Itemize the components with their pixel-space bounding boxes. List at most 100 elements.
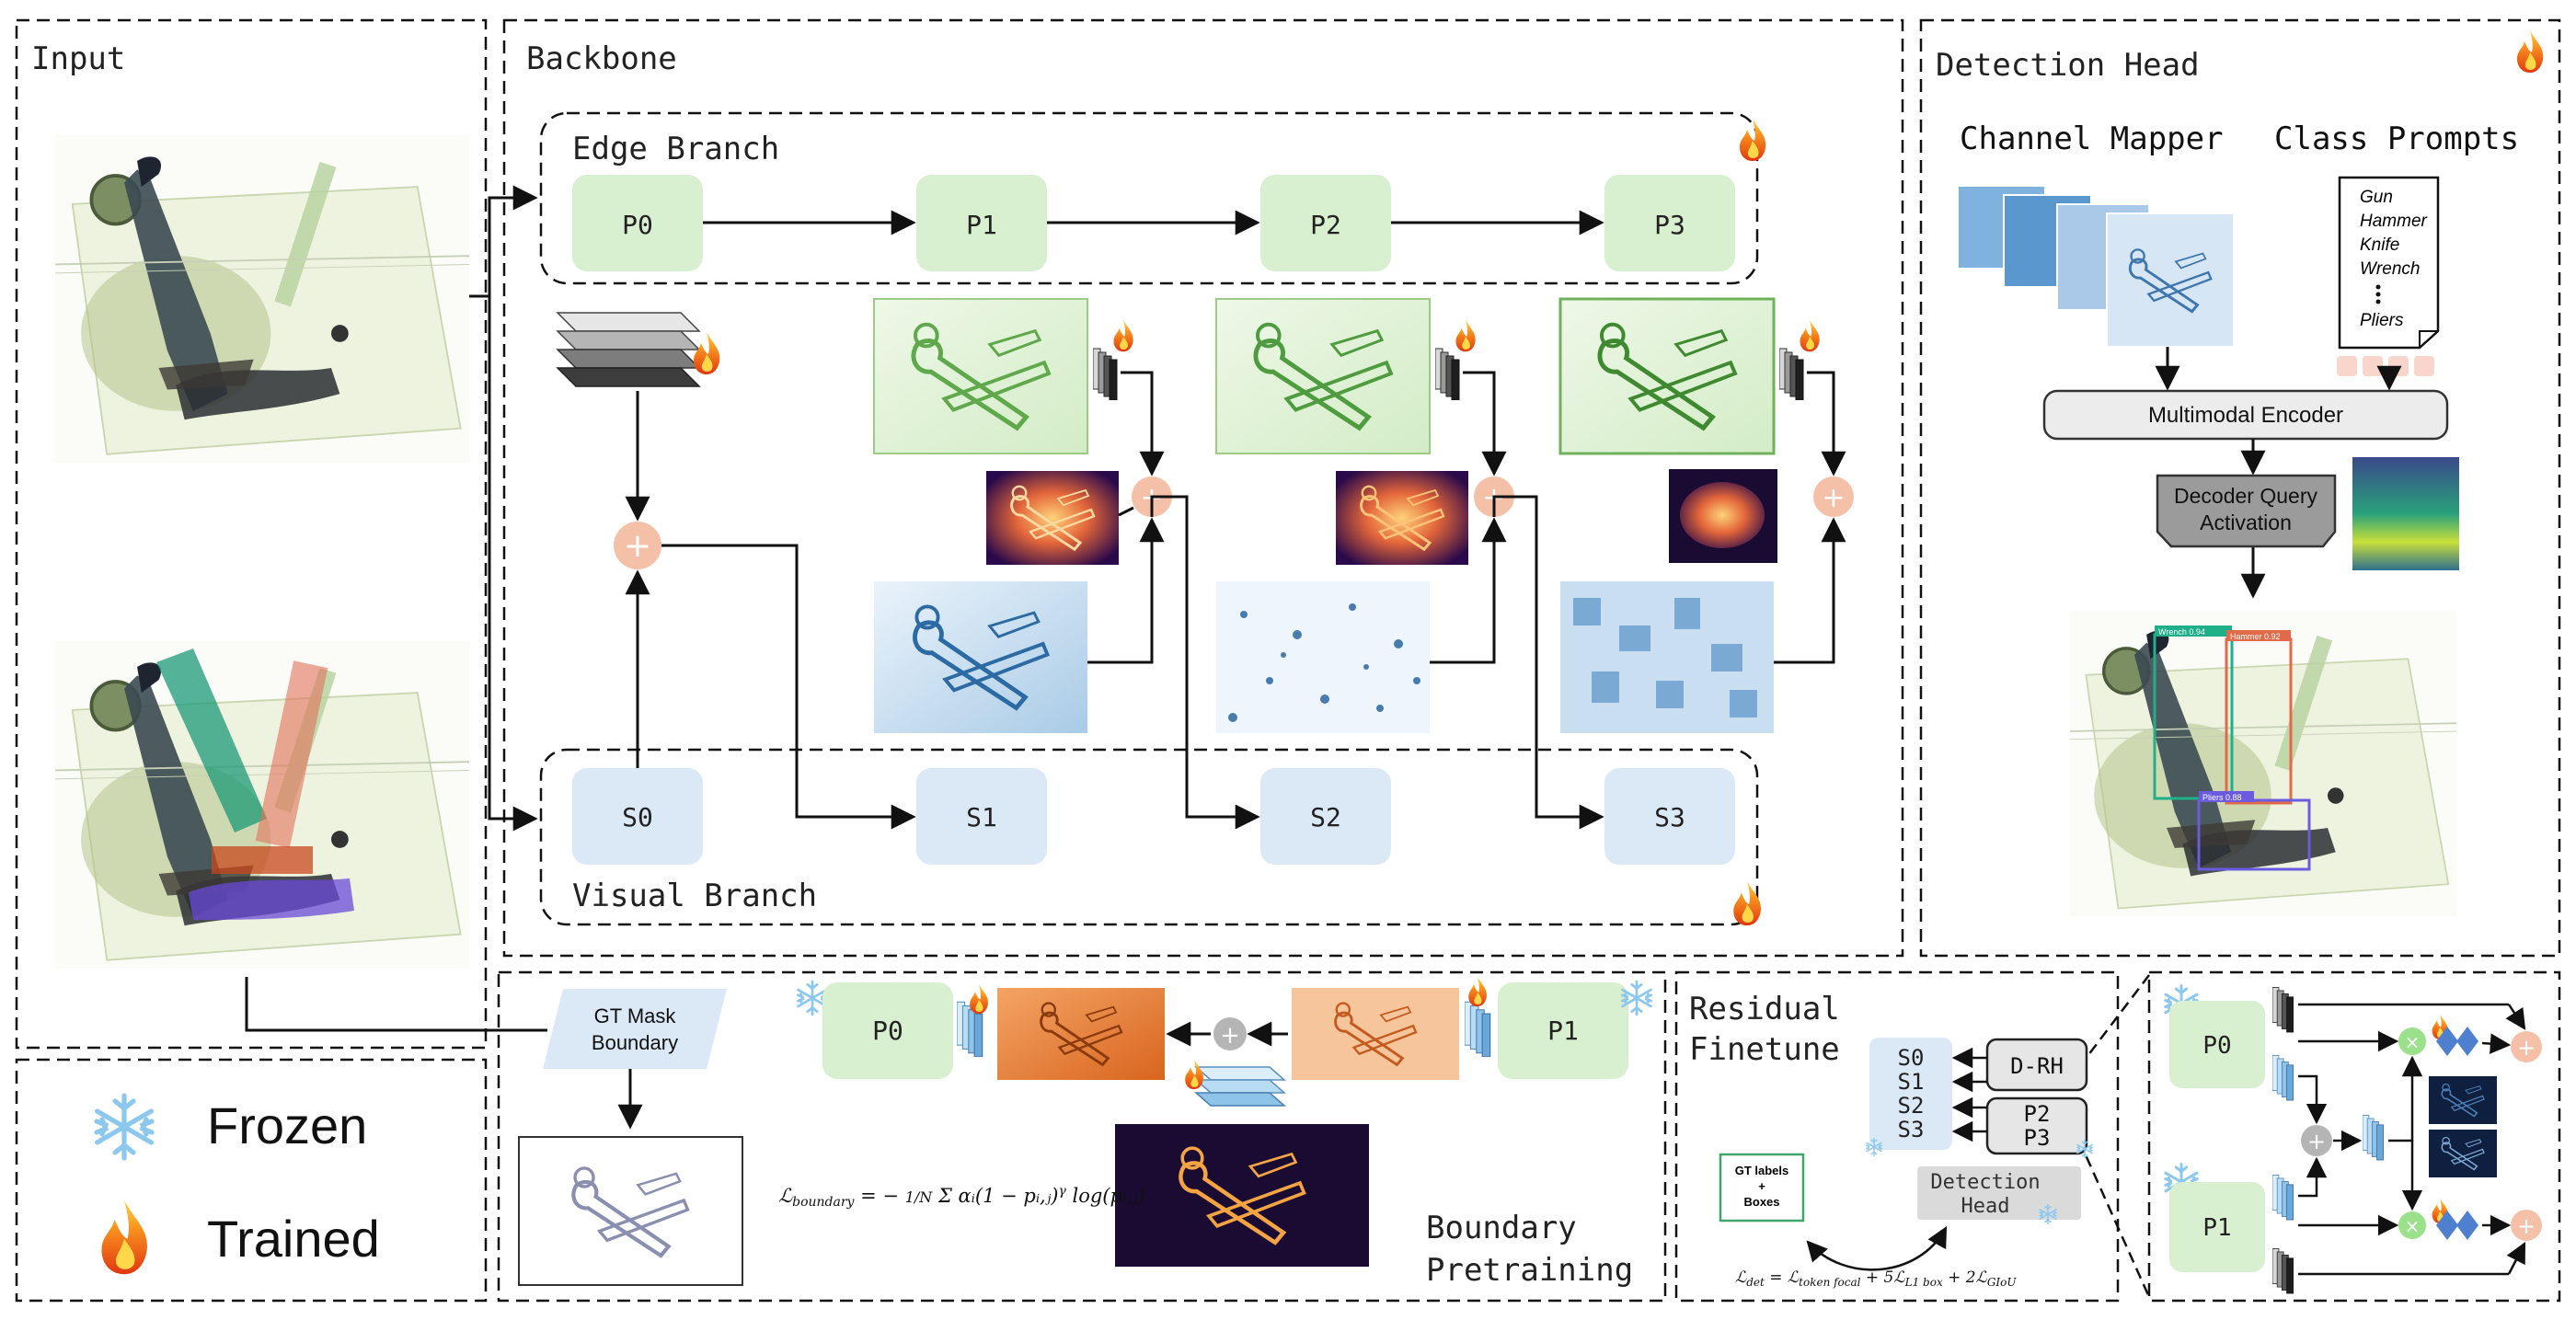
svg-text:Pliers 0.88: Pliers 0.88 (2202, 793, 2242, 802)
pretrain-p1-flame-icon (1468, 976, 1487, 1007)
svg-text:Wrench: Wrench (2360, 259, 2420, 279)
zoom-top-blue-stack (2272, 1054, 2294, 1101)
input-title: Input (31, 40, 125, 77)
residual-s-block: S0 S1 S2 S3 (1869, 1038, 1952, 1150)
visual-node-s0: S0 (572, 768, 703, 865)
svg-text:S2: S2 (1898, 1093, 1925, 1119)
svg-text:P3: P3 (1654, 210, 1685, 240)
svg-text:+: + (2517, 1035, 2536, 1061)
boundary-pretraining-line1: Boundary (1426, 1210, 1577, 1246)
pretrain-node-p0: P0 (822, 982, 953, 1079)
svg-text:P1: P1 (966, 210, 997, 240)
pretrain-p1-stack-icon (1465, 1001, 1491, 1057)
edge-branch-flame-icon (1740, 119, 1766, 161)
svg-text:D-RH: D-RH (2010, 1053, 2064, 1079)
svg-text:P0: P0 (622, 210, 653, 240)
edge-node-p3: P3 (1604, 175, 1735, 271)
zoom-plus-bottom (2511, 1210, 2542, 1241)
input-annotations (156, 649, 354, 920)
frozen-snowflake-icon (97, 1096, 152, 1158)
heatmap-2 (1336, 471, 1468, 565)
svg-text:Hammer 0.92: Hammer 0.92 (2230, 632, 2281, 641)
svg-text:Boundary: Boundary (592, 1031, 678, 1054)
channel-mapper-maps (1957, 185, 2235, 348)
svg-text:Gun: Gun (2360, 188, 2393, 207)
svg-text:Hammer: Hammer (2360, 212, 2428, 231)
zoom-arrows (2298, 1003, 2526, 1276)
visual-node-s2: S2 (1260, 768, 1391, 865)
zoom-gray-plus (2301, 1125, 2332, 1156)
residual-drh: D-RH (1985, 1038, 2088, 1092)
zoom-top-gray-stack (2272, 986, 2294, 1033)
zoom-plus-top (2511, 1031, 2542, 1062)
zoom-conv-blocks-bottom (2432, 1198, 2478, 1240)
edge-map-1 (873, 298, 1088, 454)
multimodal-encoder: Multimodal Encoder (2042, 389, 2449, 441)
stack-flame-icon-2 (1455, 319, 1476, 352)
svg-text:Head: Head (1961, 1195, 2010, 1218)
detection-head-frame (1919, 18, 2561, 958)
residual-title-line1: Residual (1689, 991, 1840, 1027)
zoom-connector-top (2078, 974, 2150, 1068)
zoom-connector-bottom (2077, 1140, 2151, 1298)
heatmap-1 (986, 471, 1119, 565)
zoom-multiply-top (2398, 1027, 2426, 1055)
stack-icon-3 (1779, 348, 1804, 400)
pretrain-p0-flame-icon (970, 983, 988, 1015)
residual-title-line2: Finetune (1689, 1031, 1840, 1068)
s0-arrows (625, 391, 916, 830)
svg-text:×: × (2405, 1215, 2421, 1237)
s0-stack-flame-icon (694, 332, 720, 374)
zoom-bottom-blue-stack (2272, 1174, 2294, 1221)
visual-branch-label: Visual Branch (572, 878, 817, 914)
svg-text:P3: P3 (2024, 1125, 2051, 1151)
zoom-multiply-bottom (2398, 1211, 2426, 1239)
svg-text:×: × (2405, 1031, 2421, 1053)
s0-plus-sign: + (624, 527, 651, 565)
detection-head-flame-icon (2517, 30, 2544, 73)
boundary-pretraining-line2: Pretraining (1426, 1252, 1633, 1289)
svg-text:P2: P2 (2024, 1101, 2051, 1127)
legend-frozen-label: Frozen (207, 1096, 367, 1154)
svg-text:S3: S3 (1898, 1117, 1925, 1142)
svg-text:GT Mask: GT Mask (594, 1004, 677, 1027)
edge-branch-label: Edge Branch (572, 131, 779, 167)
backbone-title: Backbone (526, 40, 677, 77)
residual-p-block: P2 P3 (1985, 1096, 2088, 1155)
pretrain-node-p1: P1 (1498, 982, 1628, 1079)
svg-text:P0: P0 (2202, 1032, 2231, 1060)
gt-mask-image (518, 1136, 743, 1286)
s0-feature-stack (556, 312, 701, 387)
zoom-feature-map-1 (2429, 1076, 2497, 1124)
zoom-feature-map-2 (2429, 1130, 2497, 1177)
svg-text:Activation: Activation (2200, 511, 2292, 534)
svg-text:GT labels: GT labels (1735, 1164, 1789, 1177)
svg-text:Decoder Query: Decoder Query (2174, 484, 2317, 508)
residual-arrows (1806, 1047, 1987, 1271)
input-xray-image (55, 135, 469, 463)
heatmap-3 (1669, 469, 1777, 563)
edge-node-p1: P1 (916, 175, 1047, 271)
query-activation-map (2352, 457, 2459, 570)
plus-circle-3 (1813, 476, 1854, 517)
svg-text:S0: S0 (622, 802, 653, 832)
input-arrows (245, 185, 547, 1032)
trained-flame-icon (101, 1199, 147, 1275)
stack-icon-1 (1093, 348, 1118, 400)
visual-branch-frame (539, 748, 1759, 926)
visual-node-s3: S3 (1604, 768, 1735, 865)
channel-mapper-label: Channel Mapper (1960, 121, 2224, 157)
visual-map-1 (874, 581, 1087, 733)
detection-loss-formula: ℒdet = ℒtoken focal + 5ℒL1 box + 2ℒGIoU (1735, 1268, 2017, 1289)
visual-map-3 (1560, 581, 1774, 733)
pretrain-frame (497, 970, 1667, 1303)
svg-text:Boxes: Boxes (1743, 1195, 1779, 1209)
visual-node-s1: S1 (916, 768, 1047, 865)
zoom-conv-blocks-top (2432, 1014, 2478, 1056)
pretrain-heatmap (1115, 1124, 1369, 1267)
edge-node-p0: P0 (572, 175, 703, 271)
svg-text:+: + (2307, 1129, 2326, 1154)
visual-map-2 (1216, 581, 1430, 733)
pretrain-orange-map-2 (1292, 988, 1459, 1080)
